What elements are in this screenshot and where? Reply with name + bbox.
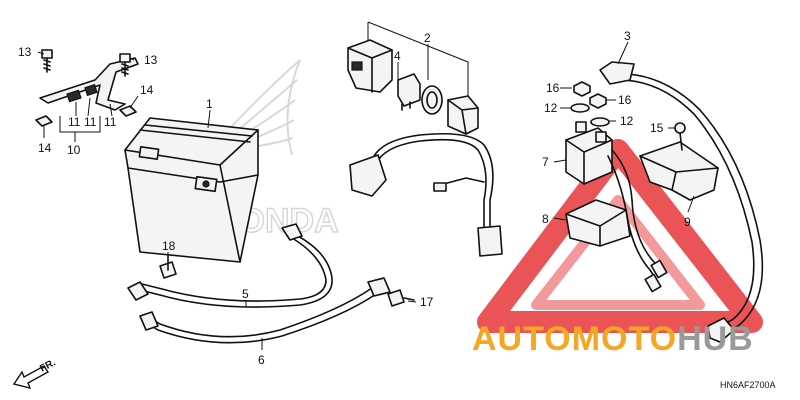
callout-18: 18 bbox=[162, 239, 176, 253]
callout-10: 10 bbox=[67, 143, 81, 157]
callout-11-right: 11 bbox=[104, 115, 117, 129]
connector-coupler bbox=[447, 95, 479, 135]
front-direction-label: FR. bbox=[38, 357, 58, 374]
callout-11-middle: 11 bbox=[84, 115, 97, 129]
callout-7: 7 bbox=[542, 155, 549, 169]
watermark-automoto-text: AUTOMOTOHUB bbox=[472, 320, 754, 358]
callout-labels: 1 2 3 4 5 6 7 8 9 10 11 11 11 12 12 13 1… bbox=[18, 29, 691, 367]
starter-relay-pigtail bbox=[607, 149, 668, 293]
starter-relay bbox=[565, 121, 613, 185]
callout-14-right: 14 bbox=[140, 83, 154, 97]
callout-17: 17 bbox=[420, 295, 434, 309]
callout-4: 4 bbox=[394, 49, 401, 63]
starter-motor-cable bbox=[599, 61, 764, 343]
callout-2: 2 bbox=[424, 31, 431, 45]
sub-wire-harness bbox=[349, 132, 503, 257]
callout-16-right: 16 bbox=[618, 93, 632, 107]
diagram-code: HN6AF2700A bbox=[720, 380, 776, 390]
leader-lines bbox=[37, 21, 695, 350]
callout-8: 8 bbox=[542, 212, 549, 226]
bolt-15 bbox=[674, 122, 686, 151]
fuse-relay bbox=[397, 73, 421, 111]
callout-1: 1 bbox=[206, 97, 213, 111]
battery-negative-cable bbox=[139, 277, 391, 344]
callout-16-left: 16 bbox=[546, 81, 560, 95]
rubber-grommet-2 bbox=[421, 85, 443, 115]
bolt-13-left bbox=[41, 49, 53, 73]
watermark-part-automoto: AUTOMOTO bbox=[472, 320, 677, 358]
washer-12-right bbox=[590, 117, 610, 127]
relay-cover bbox=[347, 39, 393, 93]
battery-bracket bbox=[39, 57, 139, 111]
watermark: AUTOMOTOHUB bbox=[472, 320, 754, 358]
battery bbox=[124, 117, 259, 263]
watermark-part-hub: HUB bbox=[677, 320, 754, 358]
callout-13-left: 13 bbox=[18, 45, 32, 59]
callout-5: 5 bbox=[242, 287, 249, 301]
clip-nut-14-right bbox=[119, 105, 137, 117]
nut-16-top bbox=[573, 81, 591, 97]
clip-nut-14-left bbox=[35, 115, 53, 127]
bolt-17 bbox=[387, 289, 415, 307]
washer-12-top bbox=[570, 103, 590, 113]
relay-rubber-cover bbox=[565, 199, 631, 247]
callout-12-right: 12 bbox=[620, 114, 634, 128]
callout-15: 15 bbox=[650, 121, 664, 135]
battery-positive-cable bbox=[127, 223, 333, 308]
watermark-triangle bbox=[477, 139, 763, 333]
callout-6: 6 bbox=[258, 353, 265, 367]
front-direction-indicator: FR. bbox=[12, 357, 58, 390]
bolt-13-right bbox=[119, 53, 131, 77]
bolt-18 bbox=[159, 255, 177, 279]
callout-3: 3 bbox=[624, 29, 631, 43]
callout-11-left: 11 bbox=[68, 115, 81, 129]
callout-14-left: 14 bbox=[38, 141, 52, 155]
callout-12-left: 12 bbox=[544, 101, 558, 115]
callout-13-right: 13 bbox=[144, 53, 158, 67]
callout-9: 9 bbox=[684, 215, 691, 229]
relay-bracket bbox=[639, 141, 719, 201]
front-arrow-icon bbox=[12, 365, 50, 390]
nut-16-right bbox=[589, 93, 607, 109]
